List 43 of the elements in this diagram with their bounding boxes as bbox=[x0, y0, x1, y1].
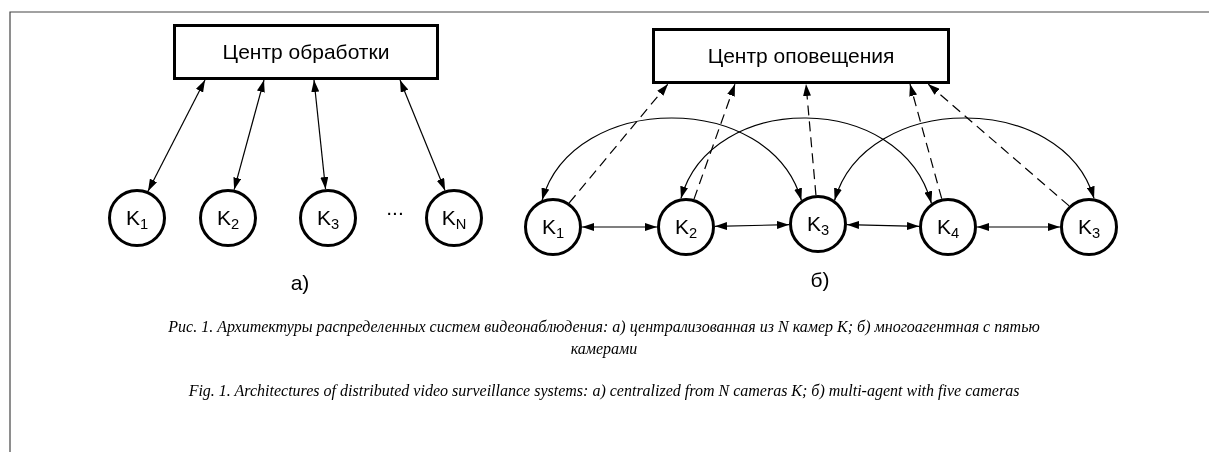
node-label: Центр оповещения bbox=[707, 44, 895, 68]
double-arrow bbox=[147, 79, 206, 192]
camera-circle bbox=[524, 198, 582, 256]
arrow bbox=[909, 83, 943, 200]
arrow bbox=[927, 83, 1070, 207]
node-label: K$_{1}$ bbox=[125, 206, 149, 230]
figure-caption: Рис. 1. Архитектуры распределенных систем видеонаблюдения: а) централизованная из N камер K; б) многоагентная с пятью камерами bbox=[167, 317, 1041, 360]
node-label: K$_{2}$ bbox=[216, 206, 240, 230]
node-label: K$_{3}$ bbox=[1077, 215, 1101, 239]
arrow bbox=[803, 83, 817, 196]
node-label: K$_{3}$ bbox=[806, 212, 830, 236]
panel-label: а) bbox=[290, 271, 310, 295]
double-arrow bbox=[581, 223, 658, 231]
double-arrow bbox=[680, 117, 932, 204]
node-label: K$_{2}$ bbox=[674, 215, 698, 239]
camera-circle bbox=[919, 198, 977, 256]
process-box bbox=[652, 28, 950, 84]
arrow bbox=[568, 83, 669, 204]
double-arrow bbox=[834, 117, 1095, 201]
double-arrow bbox=[714, 220, 790, 231]
camera-circle bbox=[657, 198, 715, 256]
double-arrow bbox=[976, 223, 1061, 231]
node-label: K$_{3}$ bbox=[316, 206, 340, 230]
double-arrow bbox=[541, 117, 802, 201]
node-label: K$_{4}$ bbox=[936, 215, 960, 239]
figure-caption: Fig. 1. Architectures of distributed video surveillance systems: а) centralized from N cameras K; б) multi-agent with five cameras bbox=[187, 381, 1021, 402]
process-box bbox=[173, 24, 439, 80]
camera-circle bbox=[299, 189, 357, 247]
ellipsis-mark: ... bbox=[386, 196, 404, 220]
camera-circle bbox=[789, 195, 847, 253]
arrow bbox=[693, 83, 736, 200]
node-label: Центр обработки bbox=[222, 40, 390, 64]
double-arrow bbox=[233, 79, 265, 191]
double-arrow bbox=[311, 79, 329, 190]
double-arrow bbox=[846, 220, 920, 231]
camera-circle bbox=[1060, 198, 1118, 256]
panel-label: б) bbox=[810, 268, 830, 292]
camera-circle bbox=[199, 189, 257, 247]
node-label: K$_{1}$ bbox=[541, 215, 565, 239]
node-label: K$_{N}$ bbox=[441, 206, 467, 230]
camera-circle bbox=[108, 189, 166, 247]
camera-circle bbox=[425, 189, 483, 247]
double-arrow bbox=[399, 79, 446, 191]
